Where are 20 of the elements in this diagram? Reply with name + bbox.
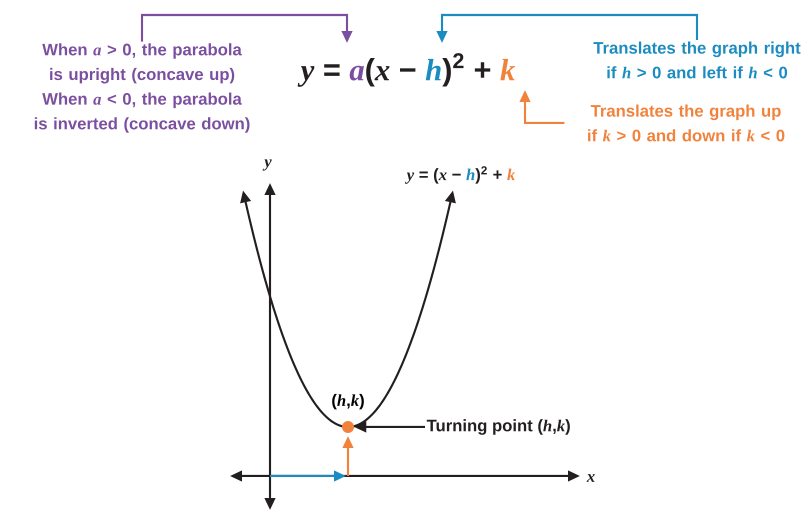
note-text: Translates the graph up if k > 0 and down if k < 0 (588, 104, 784, 142)
point-label: (h,k) (332, 394, 364, 410)
label: y = (298, 64, 340, 87)
label: (x − (366, 58, 416, 87)
label: )$^{2}$ + (442, 53, 490, 87)
label: k (507, 168, 516, 180)
equation: y = a(x − h)$^{2}$ + k (298, 53, 516, 87)
vertex-dot (342, 421, 354, 433)
label: h (426, 58, 441, 80)
label: y = (x − (405, 168, 461, 184)
axis-label: y (262, 159, 272, 171)
callout-text: Turning point (h,k) (426, 419, 570, 435)
label: h (466, 168, 474, 180)
note-text: When a > 0, the parabola is upright (concave up) When a < 0, the parabola is inverted (concave down) (34, 43, 250, 133)
equation: y = (x − h)$^{2}$ + k (405, 166, 516, 184)
label: k (500, 58, 516, 80)
axis-label: x (586, 474, 595, 482)
label: a (350, 66, 364, 81)
note-text: Translates the graph right if h > 0 and left if h < 0 (593, 42, 800, 78)
label: )$^{2}$ + (475, 166, 502, 184)
